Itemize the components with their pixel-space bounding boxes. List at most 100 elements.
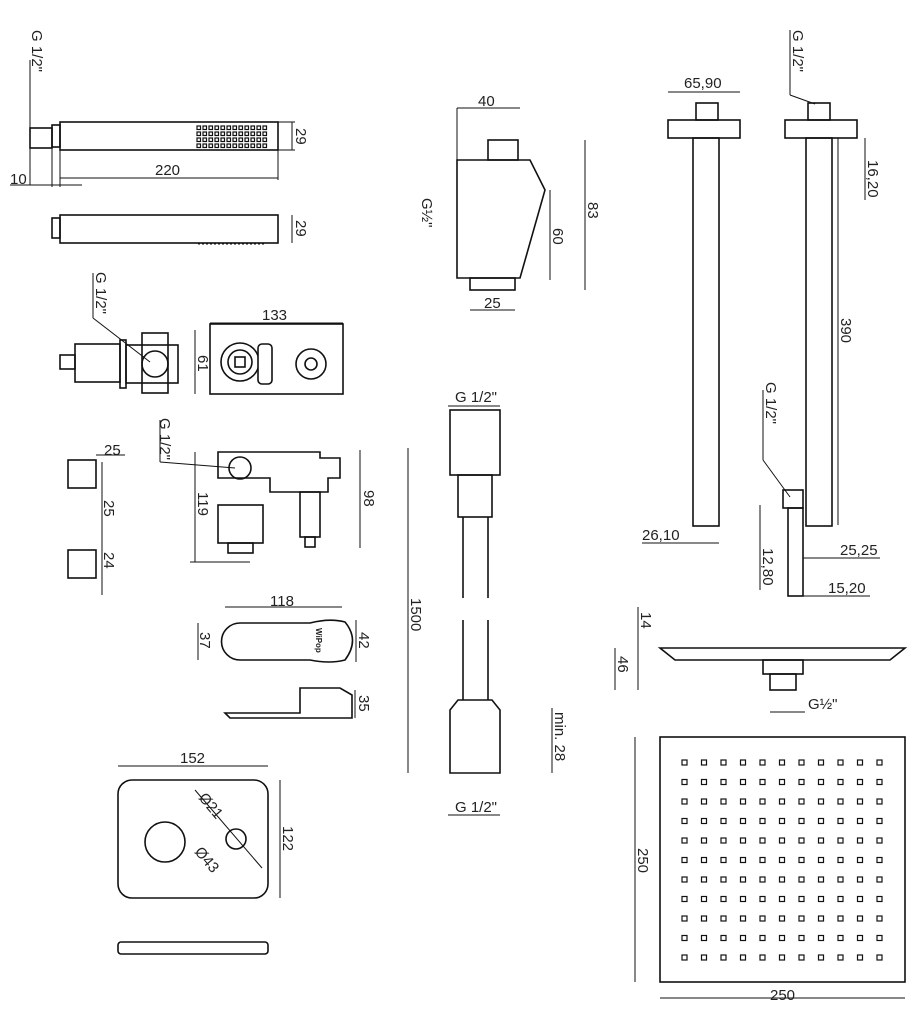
nozzle [700,934,708,942]
shower-arm: 65,90 G 1/2" 16,20 390 G 1/2" 26,10 25,2… [642,30,881,597]
nozzle [798,817,805,825]
nozzle [739,876,747,883]
nozzle [196,143,202,149]
nozzle [817,934,825,942]
hand-shower-height-label: 29 [292,128,309,145]
nozzle [238,143,244,149]
nozzle [817,954,825,961]
nozzle [798,915,805,922]
nozzle [739,798,747,805]
valve-side-height-b-label: 98 [360,490,377,507]
nozzle [244,125,250,131]
nozzle [856,817,864,825]
nozzle [759,954,766,961]
nozzle [720,895,727,903]
nozzle [244,131,250,137]
valve-side-thread-label: G 1/2" [156,418,173,460]
nozzle [778,798,786,805]
head-depth-label: 250 [634,848,651,873]
nozzle [262,131,268,137]
arm-length-label: 390 [837,318,854,343]
nozzle [681,895,688,903]
nozzle [700,798,708,805]
nozzle [232,137,238,143]
handle-height-a-label: 37 [196,632,213,649]
arm-flange-depth-label: 16,20 [864,160,881,198]
arm-flange-label: 65,90 [684,75,722,92]
valve-side-height-a-label: 119 [194,492,211,516]
nozzle [196,131,202,137]
nozzle [817,837,825,844]
nozzle [202,143,208,149]
hand-shower-length-label: 220 [155,162,180,179]
holder-base-label: 25 [484,295,501,312]
nozzle [876,856,883,864]
nozzle [778,895,786,903]
nozzle [214,137,220,143]
nozzle [856,856,864,864]
nozzle [856,954,864,961]
nozzle [759,934,766,942]
nozzle [876,778,883,786]
hand-shower-side-view: 29 [51,214,309,245]
nozzle [856,759,864,766]
nozzle [208,125,214,131]
nozzle [250,131,256,137]
nozzle [817,895,825,903]
nozzle [876,876,883,883]
nozzle [238,125,244,131]
nozzle [196,125,202,131]
arm-thread-elbow-label: G 1/2" [762,382,779,424]
nozzle [778,817,786,825]
holder-height-inner-label: 60 [549,228,566,245]
plate-width-label: 152 [180,750,205,767]
nozzle [681,759,688,766]
nozzle [739,915,747,922]
nozzle [778,778,786,786]
nozzle [720,837,727,844]
nozzle [876,934,883,942]
nozzle [226,137,232,143]
nozzle [262,137,268,143]
nozzle [778,759,786,766]
nozzle [876,798,883,805]
holder-height-total-label: 83 [584,202,601,219]
nozzle [739,895,747,903]
nozzle [798,856,805,864]
nozzle [700,876,708,883]
valve-thread-label: G 1/2" [92,272,109,314]
holder-width-label: 40 [478,93,495,110]
nozzle [817,817,825,825]
nozzle [837,817,844,825]
nozzle [739,759,747,766]
nozzle [208,131,214,137]
nozzle [856,915,864,922]
nozzle [681,817,688,825]
nozzle [220,137,226,143]
nozzle [778,915,786,922]
nozzle [759,856,766,864]
head-thickness-label: 14 [637,612,654,629]
arm-pipe-label: 26,10 [642,527,680,544]
nozzle [232,143,238,149]
head-width-label: 250 [770,987,795,1004]
nozzle [837,915,844,922]
nozzle [798,934,805,942]
hand-shower-thread-label: G 1/2" [28,30,45,72]
nozzle [856,934,864,942]
nozzle [876,759,883,766]
plate-height-label: 122 [279,826,296,851]
nozzle [856,778,864,786]
nozzle [262,125,268,131]
handle-logo: WiPop [314,628,323,653]
nozzle [759,778,766,786]
nozzle [681,798,688,805]
nozzle [700,778,708,786]
hand-shower-side-height-label: 29 [292,220,309,237]
nozzle [202,137,208,143]
nozzle [817,876,825,883]
nozzle [720,954,727,961]
valve-width-label: 133 [262,307,287,324]
nozzle [220,143,226,149]
